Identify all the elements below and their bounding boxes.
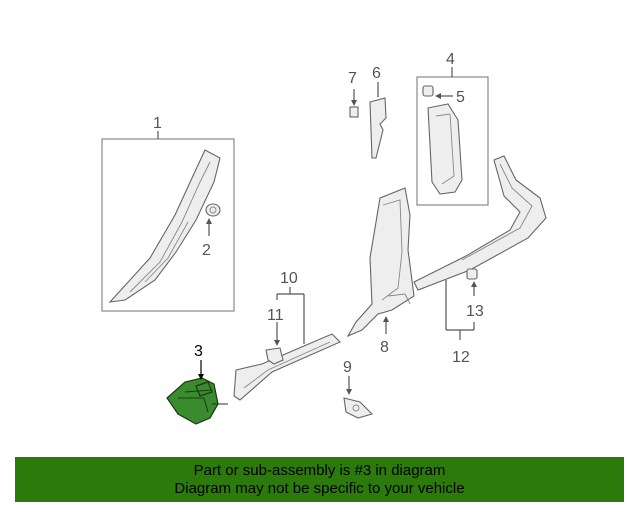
callout-10: 10 — [280, 270, 298, 287]
callout-4: 4 — [446, 51, 455, 68]
part-1-a-pillar-trim — [108, 149, 221, 303]
part-7-clip — [349, 106, 359, 118]
callout-3: 3 — [194, 343, 203, 360]
parts-diagram: 1 2 3 4 5 6 7 8 — [101, 51, 547, 425]
callout-7: 7 — [348, 70, 357, 87]
part-12-rear-scuff-plate — [413, 155, 547, 291]
part-9-clip — [343, 397, 374, 419]
part-1-box — [101, 138, 235, 312]
banner-line-2: Diagram may not be specific to your vehi… — [174, 480, 465, 497]
banner-line-1: Part or sub-assembly is #3 in diagram — [193, 462, 446, 479]
callout-1: 1 — [153, 115, 162, 132]
callout-12: 12 — [452, 349, 470, 366]
callout-8: 8 — [380, 339, 389, 356]
part-6-seal — [369, 97, 387, 159]
callout-5: 5 — [456, 89, 465, 106]
part-3-bracket — [166, 377, 228, 425]
callout-2: 2 — [202, 242, 211, 259]
part-8-b-pillar-lower-trim — [346, 187, 415, 338]
callout-11: 11 — [267, 307, 284, 324]
part-10-front-scuff-plate — [233, 333, 341, 401]
part-5-clip — [422, 85, 434, 97]
part-4-b-pillar-upper-trim — [427, 103, 463, 195]
part-2-clip — [205, 203, 221, 217]
callout-13: 13 — [466, 303, 484, 320]
part-11-clip — [265, 347, 284, 365]
callout-6: 6 — [372, 65, 381, 82]
callout-9: 9 — [343, 359, 352, 376]
info-banner: Part or sub-assembly is #3 in diagram Di… — [15, 457, 624, 502]
part-13-clip — [466, 268, 478, 280]
